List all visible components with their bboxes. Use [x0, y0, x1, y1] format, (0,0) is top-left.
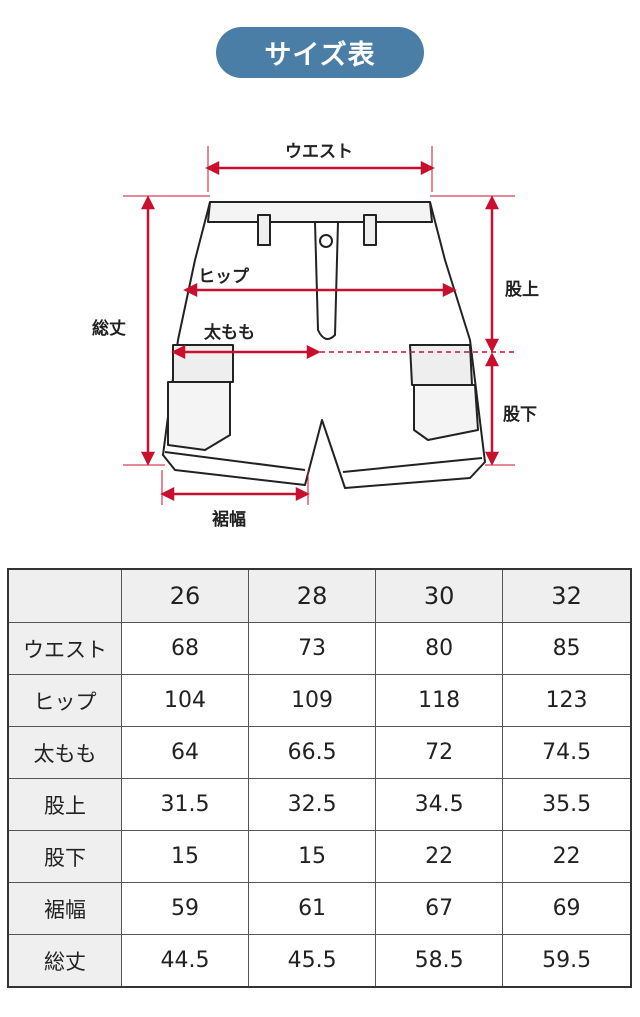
table-cell: 67 — [375, 882, 504, 935]
table-cell: 15 — [248, 830, 377, 883]
row-label: 股上 — [7, 778, 122, 831]
table-cell: 35.5 — [502, 778, 632, 831]
row-label: 総丈 — [7, 934, 122, 988]
table-cell: 68 — [120, 622, 250, 675]
table-cell: 69 — [502, 882, 632, 935]
measurement-arrows — [123, 146, 515, 505]
label-hem: 裾幅 — [212, 510, 246, 530]
table-cell: 15 — [120, 830, 250, 883]
table-cell: 123 — [502, 674, 632, 727]
table-cell: 118 — [375, 674, 504, 727]
table-cell: 59.5 — [502, 934, 632, 988]
table-cell: 44.5 — [120, 934, 250, 988]
table-cell: 74.5 — [502, 726, 632, 779]
label-inseam: 股下 — [503, 405, 537, 425]
table-cell: 104 — [120, 674, 250, 727]
table-cell: 31.5 — [120, 778, 250, 831]
table-cell: 64 — [120, 726, 250, 779]
table-cell: 80 — [375, 622, 504, 675]
table-cell: 85 — [502, 622, 632, 675]
label-waist: ウエスト — [285, 142, 353, 162]
table-header-row: 26 28 30 32 — [7, 568, 632, 623]
size-header: 32 — [502, 568, 632, 623]
table-cell: 72 — [375, 726, 504, 779]
table-cell: 34.5 — [375, 778, 504, 831]
table-cell: 22 — [502, 830, 632, 883]
table-cell: 32.5 — [248, 778, 377, 831]
row-label: ヒップ — [7, 674, 122, 727]
table-cell: 58.5 — [375, 934, 504, 988]
shorts-diagram — [123, 146, 515, 505]
row-label: 太もも — [7, 726, 122, 779]
row-label: 股下 — [7, 830, 122, 883]
table-cell: 61 — [248, 882, 377, 935]
label-total-length: 総丈 — [92, 319, 126, 339]
row-label: 裾幅 — [7, 882, 122, 935]
label-rise: 股上 — [505, 280, 539, 300]
table-cell: 45.5 — [248, 934, 377, 988]
size-header: 28 — [248, 568, 377, 623]
row-label: ウエスト — [7, 622, 122, 675]
table-cell: 59 — [120, 882, 250, 935]
table-cell: 22 — [375, 830, 504, 883]
table-cell: 109 — [248, 674, 377, 727]
table-cell: 73 — [248, 622, 377, 675]
corner-cell — [7, 568, 122, 623]
label-hip: ヒップ — [198, 267, 249, 287]
table-cell: 66.5 — [248, 726, 377, 779]
size-header: 30 — [375, 568, 504, 623]
shorts-illustration — [162, 201, 486, 489]
page-title: サイズ表 — [216, 27, 424, 78]
label-thigh: 太もも — [204, 323, 255, 343]
size-header: 26 — [120, 568, 250, 623]
